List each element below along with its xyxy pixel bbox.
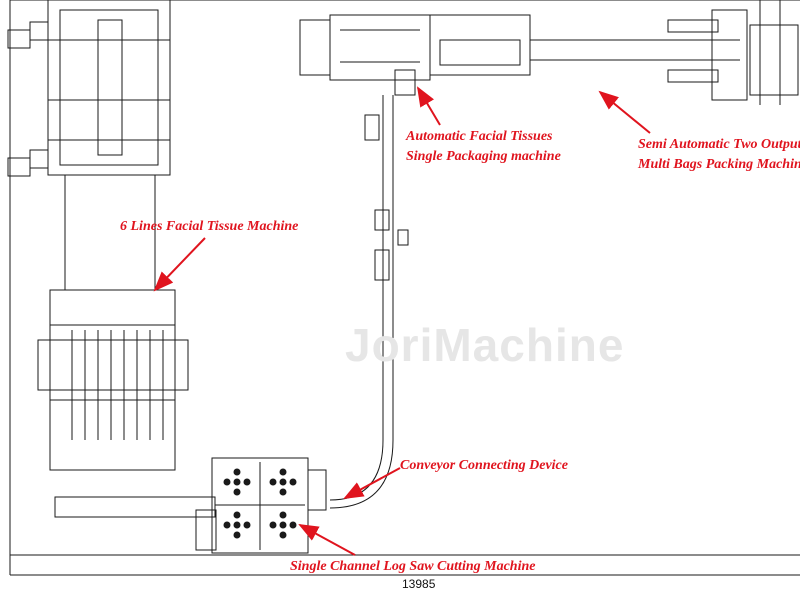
- saw-hole: [233, 511, 241, 519]
- saw-hole: [233, 488, 241, 496]
- saw-hole: [289, 478, 297, 486]
- saw-hole: [289, 521, 297, 529]
- single-pack-arrow: [416, 86, 441, 126]
- saw-hole: [223, 478, 231, 486]
- saw-hole: [279, 488, 287, 496]
- single-packaging-machine: [299, 14, 531, 96]
- conveyor-arrow: [343, 467, 401, 499]
- saw-hole: [279, 478, 287, 486]
- saw-hole: [279, 511, 287, 519]
- saw-hole: [223, 521, 231, 529]
- saw-hole: [243, 478, 251, 486]
- tissue-arrow: [153, 237, 206, 292]
- saw-hole: [233, 468, 241, 476]
- saw-hole: [269, 478, 277, 486]
- log-saw-machine: [54, 457, 327, 554]
- multi-pack-arrow: [598, 90, 651, 134]
- multi-bag-label: Semi Automatic Two Output Multi Bags Pac…: [638, 137, 800, 172]
- overall-dimension: 13985: [402, 577, 436, 591]
- saw-hole: [243, 521, 251, 529]
- saw-hole: [279, 468, 287, 476]
- tissue-machine-label: 6 Lines Facial Tissue Machine: [120, 219, 299, 234]
- saw-hole: [269, 521, 277, 529]
- saw-hole: [279, 531, 287, 539]
- saw-hole: [279, 521, 287, 529]
- facial-tissue-machine: [7, 0, 189, 471]
- conveyor-device: [329, 95, 409, 509]
- multi-bag-packing-machine: [667, 0, 799, 105]
- single-packaging-label: Automatic Facial Tissues Single Packagin…: [406, 129, 561, 164]
- conveyor-label: Conveyor Connecting Device: [400, 458, 568, 473]
- saw-hole: [233, 531, 241, 539]
- watermark: JoriMachine: [345, 319, 625, 371]
- log-saw-label: Single Channel Log Saw Cutting Machine: [290, 559, 536, 574]
- saw-arrow: [298, 524, 356, 556]
- saw-hole: [233, 478, 241, 486]
- saw-hole: [233, 521, 241, 529]
